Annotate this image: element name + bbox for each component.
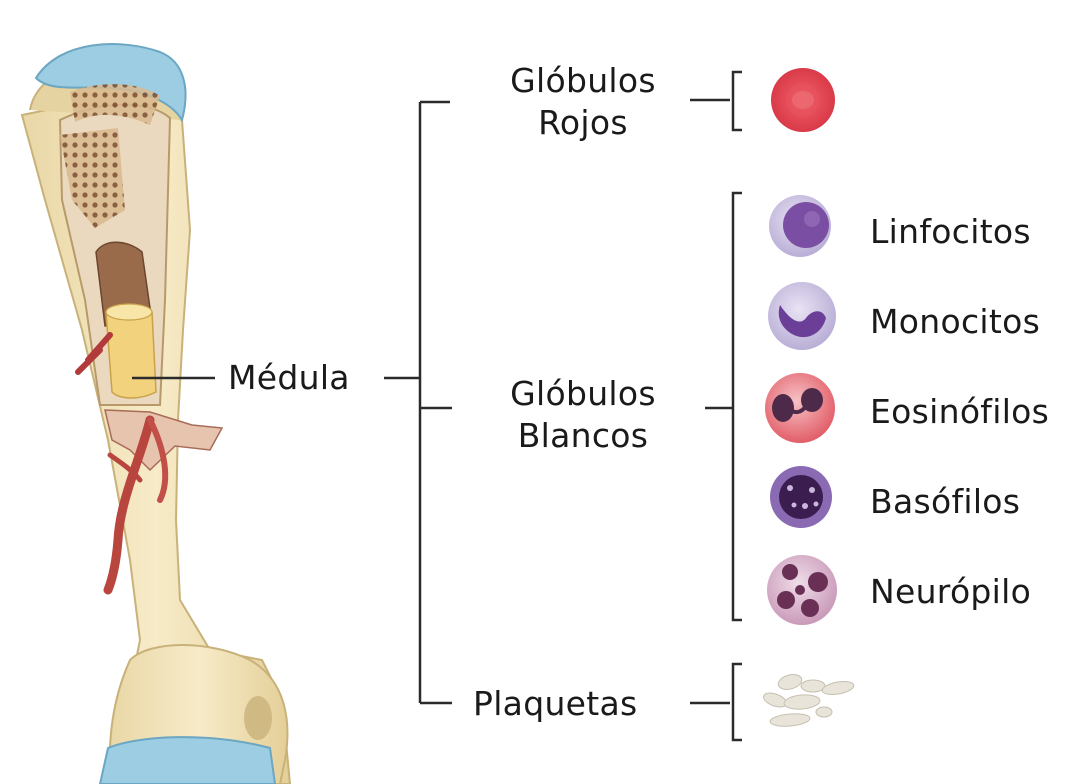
monocytes-label: Monocitos [870,301,1040,343]
marrow-label: Médula [228,357,350,399]
monocyte-icon [768,282,836,350]
basophil-icon [770,466,832,528]
red-cells-label-line2: Rojos [488,102,678,144]
white-cells-label: Glóbulos Blancos [488,373,678,457]
lymphocyte-icon [769,195,831,257]
white-cells-label-line2: Blancos [488,415,678,457]
lymphocytes-label: Linfocitos [870,211,1031,253]
white-cells-label-line1: Glóbulos [488,373,678,415]
eosinophils-label: Eosinófilos [870,391,1049,433]
basophils-label: Basófilos [870,481,1020,523]
platelets-icon [762,672,855,728]
red-cells-label: Glóbulos Rojos [488,60,678,144]
red-cells-label-line1: Glóbulos [488,60,678,102]
eosinophil-icon [765,373,835,443]
red-blood-cell-icon [771,68,835,132]
neutrophils-label: Neurópilo [870,571,1031,613]
neutrophil-icon [767,555,837,625]
bone-illustration [22,44,290,784]
platelets-label: Plaquetas [473,683,638,725]
